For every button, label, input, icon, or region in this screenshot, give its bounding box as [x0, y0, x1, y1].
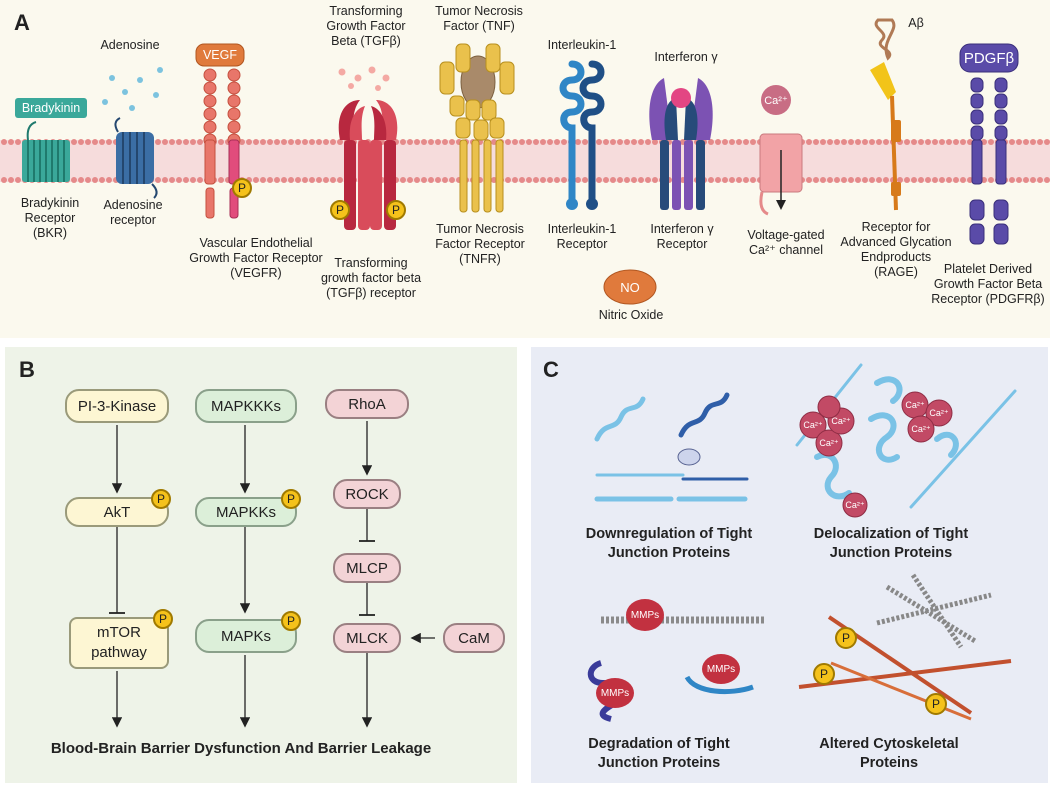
nitric-oxide-shape — [603, 269, 657, 305]
rage-label: Receptor for Advanced Glycation Endprodu… — [840, 220, 952, 279]
pdgfr-label: Platelet Derived Growth Factor Beta Rece… — [931, 262, 1045, 306]
tgfbr-phospho-right: P — [386, 200, 406, 220]
tnfr-label: Tumor Necrosis Factor Receptor (TNFR) — [435, 222, 525, 266]
cytoskeletal-illustration — [798, 573, 1012, 721]
bkr-label: Bradykinin Receptor (BKR) — [20, 196, 80, 240]
ca-label-6: Ca²⁺ — [911, 423, 931, 434]
adenosine-dots — [102, 67, 163, 111]
mmps-label-2: MMPs — [600, 687, 630, 699]
degradation-caption: Degradation of Tight Junction Proteins — [588, 736, 730, 771]
panel-c-illustration — [587, 363, 1017, 722]
mapkkks-node: MAPKKKs — [195, 389, 297, 423]
cyto-phospho-1: P — [835, 627, 857, 649]
mmps-label-1: MMPs — [630, 609, 660, 621]
adenosine-label: Adenosine — [100, 38, 160, 52]
vegfr-shape — [195, 43, 245, 219]
tnf-label: Tumor Necrosis Factor (TNF) — [435, 4, 523, 33]
rock-node: ROCK — [333, 479, 401, 509]
downregulation-caption: Downregulation of Tight Junction Protein… — [585, 526, 753, 561]
mapks-phospho: P — [281, 611, 301, 631]
il1r-shape — [559, 60, 605, 210]
nitric-oxide-label: Nitric Oxide — [598, 308, 664, 322]
adenosine-receptor-label: Adenosine receptor — [103, 198, 163, 227]
cyto-phospho-3: P — [925, 693, 947, 715]
mapkks-node: MAPKKs — [195, 497, 297, 527]
bradykinin-tag: Bradykinin — [15, 98, 87, 118]
pdgfb-tag: PDGFβ — [963, 49, 1015, 67]
pathway-arrows — [109, 421, 435, 728]
ca-label-3: Ca²⁺ — [831, 415, 851, 426]
mapks-node: MAPKs — [195, 619, 297, 653]
akt-phospho: P — [151, 489, 171, 509]
abeta-label: Aβ — [908, 16, 924, 30]
panel-c: C — [531, 347, 1048, 783]
cytoskeletal-caption: Altered Cytoskeletal Proteins — [819, 736, 959, 771]
tgfbr-phospho-left: P — [330, 200, 350, 220]
ca-label-7: Ca²⁺ — [845, 499, 865, 510]
ca-label-1: Ca²⁺ — [803, 419, 823, 430]
adenosine-receptor-shape — [114, 117, 158, 199]
il1-label: Interleukin-1 — [547, 38, 617, 52]
rhoa-node: RhoA — [325, 389, 409, 419]
vegf-tag: VEGF — [202, 48, 238, 62]
pi3k-node: PI-3-Kinase — [65, 389, 169, 423]
tgfb-label: Transforming Growth Factor Beta (TGFβ) — [326, 4, 406, 48]
panel-b-label: B — [19, 357, 35, 382]
ifn-label: Interferon γ — [654, 50, 718, 64]
mapkks-phospho: P — [281, 489, 301, 509]
mlck-node: MLCK — [333, 623, 401, 653]
cell-membrane — [0, 139, 1050, 183]
tnfr-shape — [439, 43, 515, 213]
cyto-phospho-2: P — [813, 663, 835, 685]
vegfr-phospho: P — [232, 178, 252, 198]
rage-shape — [870, 18, 901, 211]
no-tag: NO — [620, 279, 640, 295]
downregulation-illustration — [594, 392, 749, 502]
delocalization-caption: Delocalization of Tight Junction Protein… — [813, 526, 969, 561]
ca-spheres — [799, 391, 953, 518]
tgfbr-label: Transforming growth factor beta (TGFβ) r… — [320, 256, 422, 300]
tgfb-dots — [338, 66, 390, 91]
ifnr-label: Interferon γ Receptor — [650, 222, 714, 251]
ifngr-shape — [649, 78, 713, 210]
ca-channel-label: Voltage-gated Ca²⁺ channel — [747, 228, 825, 257]
panel-a-label: A — [14, 10, 30, 35]
mmps-label-3: MMPs — [706, 663, 736, 675]
cam-node: CaM — [443, 623, 505, 653]
bbb-dysfunction-label: Blood-Brain Barrier Dysfunction And Barr… — [50, 740, 432, 757]
mtor-phospho: P — [153, 609, 173, 629]
mtor-node: mTOR pathway — [69, 617, 169, 669]
panel-b: B PI-3-Kinase AkT — [5, 347, 517, 783]
bradykinin-receptor-shape — [22, 121, 70, 182]
vegfr-label: Vascular Endothelial Growth Factor Recep… — [189, 236, 323, 280]
ca-label-5: Ca²⁺ — [929, 407, 949, 418]
mlcp-node: MLCP — [333, 553, 401, 583]
degradation-illustration — [587, 599, 765, 722]
panel-a-illustration — [0, 18, 1050, 305]
pdgfr-shape — [959, 43, 1019, 245]
panel-c-label: C — [543, 357, 559, 382]
il1r-label: Interleukin-1 Receptor — [547, 222, 617, 251]
ca-label-2: Ca²⁺ — [819, 437, 839, 448]
ca-tag: Ca²⁺ — [764, 94, 788, 107]
ca-channel-shape — [759, 85, 803, 216]
panel-a: A — [0, 0, 1050, 338]
ca-label-4: Ca²⁺ — [905, 399, 925, 410]
